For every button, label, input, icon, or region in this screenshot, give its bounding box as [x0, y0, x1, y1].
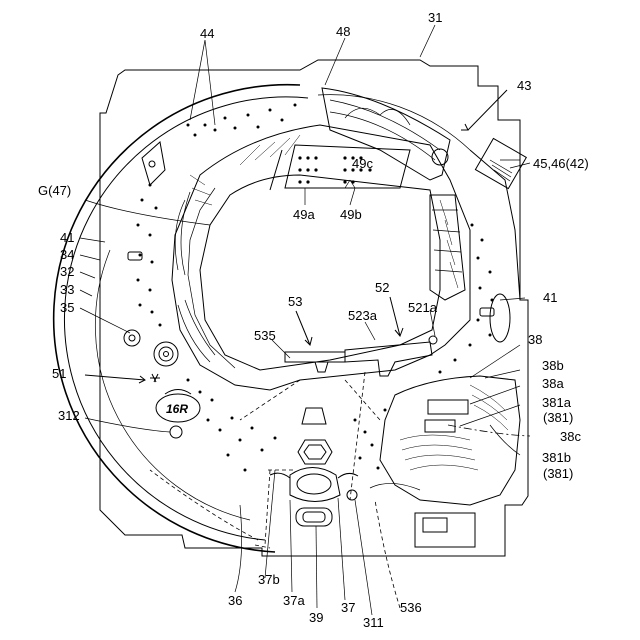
outer-panel-31: [100, 60, 528, 556]
label-38: 38: [528, 332, 542, 347]
label-312: 312: [58, 408, 80, 423]
label-41-left: 41: [60, 230, 74, 245]
label-37b: 37b: [258, 572, 280, 587]
label-49b: 49b: [340, 207, 362, 222]
decoration-frame-48: [322, 88, 450, 180]
label-33: 33: [60, 282, 74, 297]
left-device-35: [124, 330, 140, 346]
label-31: 31: [428, 10, 442, 25]
label-32: 32: [60, 264, 74, 279]
label-38a: 38a: [542, 376, 564, 391]
label-37: 37: [341, 600, 355, 615]
label-53: 53: [288, 294, 302, 309]
round-badge-text: 16R: [166, 402, 188, 416]
label-52: 52: [375, 280, 389, 295]
label-39: 39: [309, 610, 323, 625]
label-381a: 381a: [542, 395, 572, 410]
label-G47: G(47): [38, 183, 71, 198]
label-38b: 38b: [542, 358, 564, 373]
stage-53: [285, 352, 345, 362]
center-start-chucker: [302, 408, 326, 424]
label-48: 48: [336, 24, 350, 39]
lamp-row-49a: [298, 156, 317, 183]
label-41-right: 41: [543, 290, 557, 305]
label-49c: 49c: [352, 156, 373, 171]
label-37a: 37a: [283, 593, 305, 608]
spinner-device: [154, 342, 178, 366]
label-535: 535: [254, 328, 276, 343]
label-523a: 523a: [348, 308, 378, 323]
label-381a-paren: (381): [543, 410, 573, 425]
label-521a: 521a: [408, 300, 438, 315]
label-36: 36: [228, 593, 242, 608]
label-38c: 38c: [560, 429, 581, 444]
lamp-38b: [428, 400, 468, 414]
label-34: 34: [60, 247, 74, 262]
wing-decoration-38: [380, 376, 520, 505]
label-311: 311: [363, 615, 384, 630]
label-45-46-42: 45,46(42): [533, 156, 589, 171]
reference-labels: 31 43 44 48 45,46(42) G(47) 49c 49a 49b …: [38, 10, 589, 630]
label-44: 44: [200, 26, 214, 41]
label-381b: 381b: [542, 450, 571, 465]
label-49a: 49a: [293, 207, 315, 222]
display-opening: [200, 175, 440, 370]
hex-start-pocket: [298, 440, 332, 464]
display-panel-49: [285, 145, 410, 188]
display-frame-outer: [172, 125, 470, 390]
label-536: 536: [400, 600, 422, 615]
label-381b-paren: (381): [543, 466, 573, 481]
outer-rail-34: [54, 85, 300, 552]
lamp-381a: [425, 420, 455, 432]
label-51: 51: [52, 366, 66, 381]
lower-attacker-39: [296, 508, 332, 526]
label-35: 35: [60, 300, 74, 315]
label-43: 43: [517, 78, 531, 93]
right-side-decoration: [430, 195, 465, 300]
game-board-drawing: 16R: [54, 25, 530, 615]
